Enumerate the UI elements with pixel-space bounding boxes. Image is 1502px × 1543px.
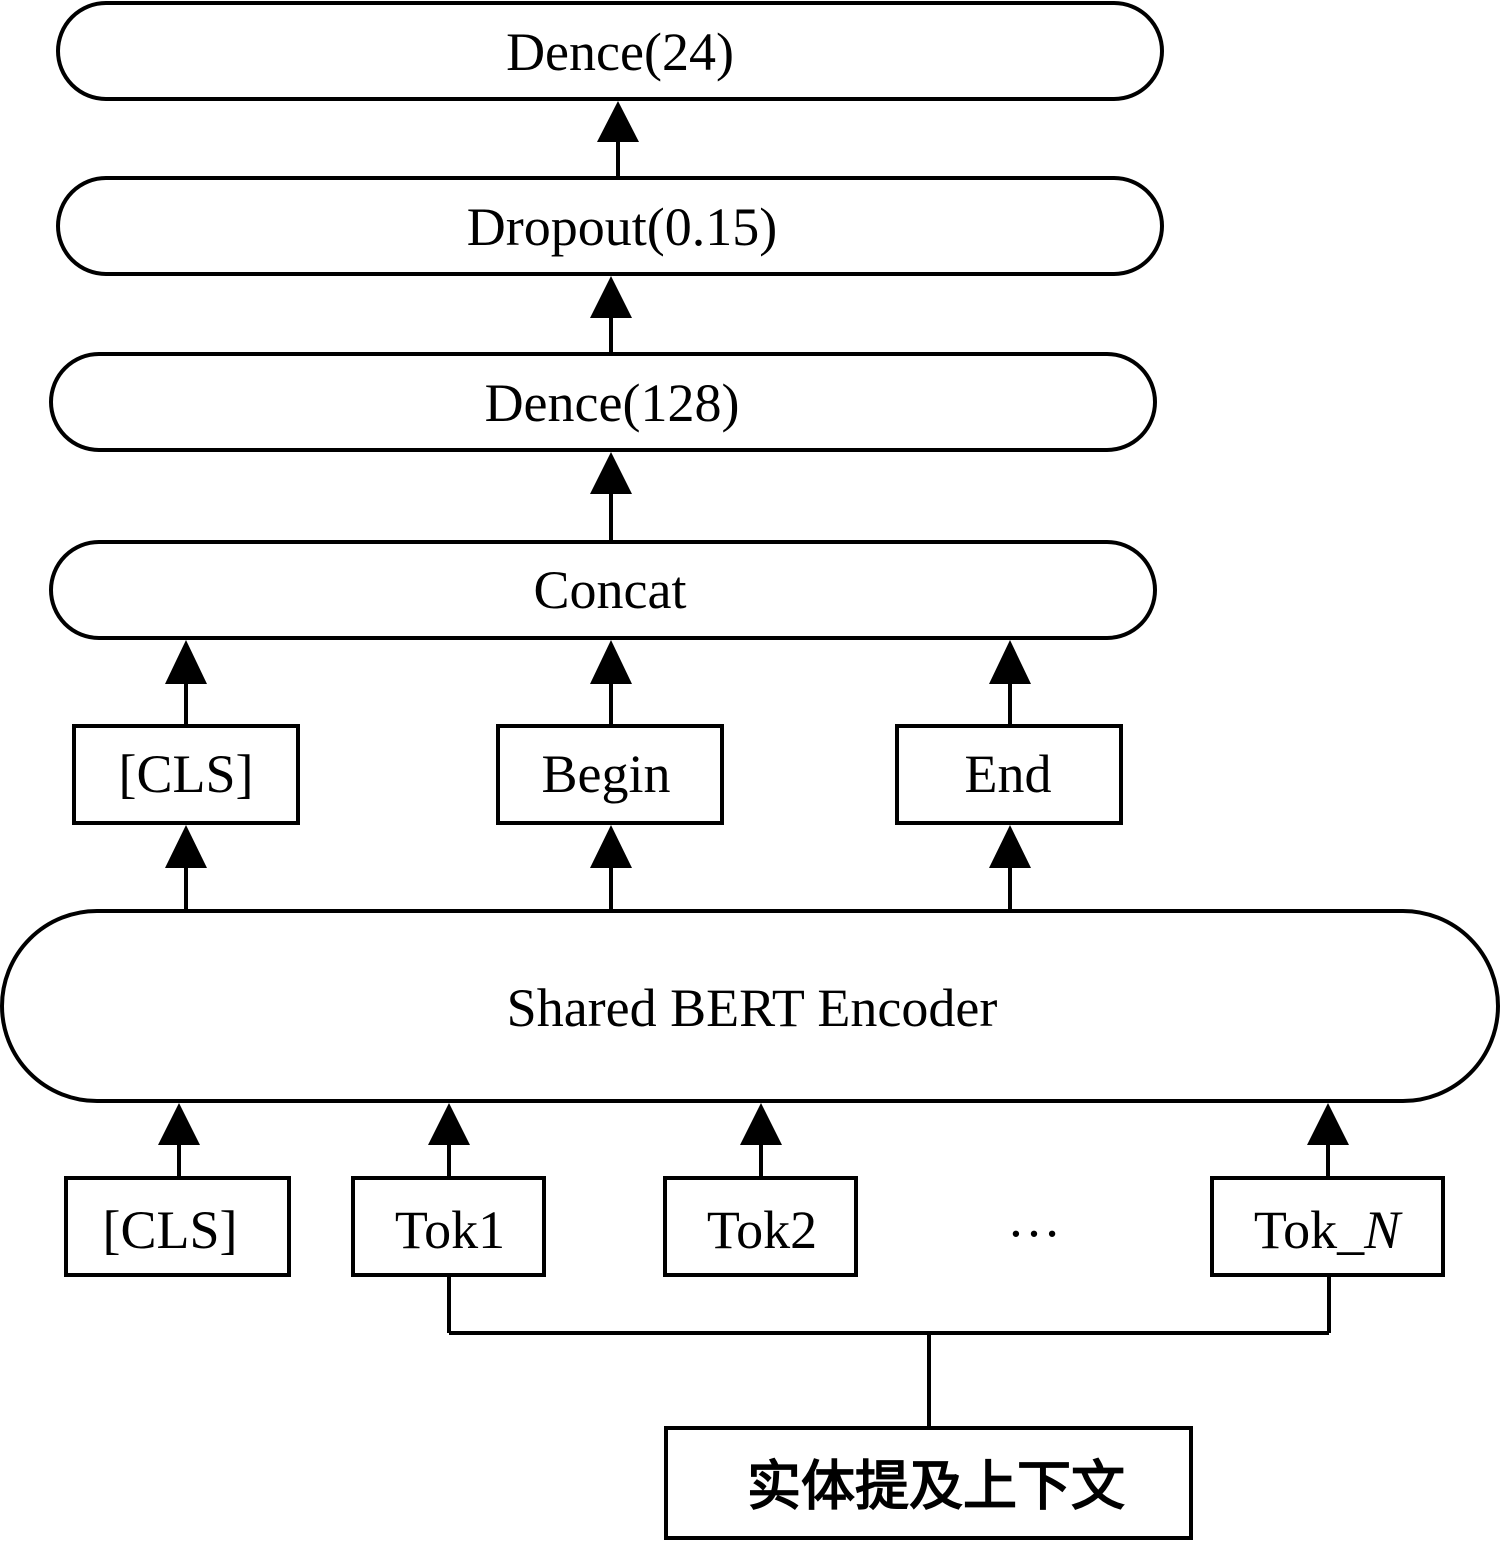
selected-end-label: End [965, 744, 1052, 804]
layer-concat-label: Concat [534, 560, 687, 620]
arrow-dense128-to-dropout [590, 276, 632, 354]
arrow-encoder-to-begin [590, 825, 632, 911]
arrow-input-cls-to-encoder [158, 1103, 200, 1178]
arrow-concat-to-dense128 [590, 452, 632, 542]
arrow-cls-to-concat [165, 640, 207, 726]
context-box: 实体提及上下文 [664, 1426, 1193, 1540]
arrow-tok2-to-encoder [740, 1103, 782, 1178]
context-connector [447, 1275, 1331, 1428]
layer-concat: Concat [49, 540, 1157, 640]
input-tok2-box: Tok2 [663, 1176, 858, 1277]
arrow-end-to-concat [989, 640, 1031, 726]
selected-end-box: End [895, 724, 1123, 825]
input-cls-box: [CLS] [64, 1176, 291, 1277]
arrow-begin-to-concat [590, 640, 632, 726]
input-tok1-label: Tok1 [395, 1200, 505, 1260]
shared-bert-encoder-label: Shared BERT Encoder [507, 978, 998, 1038]
input-cls-label: [CLS] [103, 1200, 238, 1260]
input-ellipsis: … [1007, 1188, 1061, 1248]
arrow-encoder-to-end [989, 825, 1031, 911]
selected-cls-box: [CLS] [72, 724, 300, 825]
input-tok2-label: Tok2 [707, 1200, 817, 1260]
layer-dense-24: Dence(24) [56, 1, 1164, 101]
input-tokn-suffix: N [1363, 1200, 1403, 1260]
input-tok1-box: Tok1 [351, 1176, 546, 1277]
layer-dense-128-label: Dence(128) [485, 373, 740, 433]
selected-begin-label: Begin [542, 744, 671, 804]
layer-dense-128: Dence(128) [49, 352, 1157, 452]
arrow-tok1-to-encoder [428, 1103, 470, 1178]
layer-dropout-label: Dropout(0.15) [467, 197, 777, 257]
selected-begin-box: Begin [496, 724, 724, 825]
input-tokn-box: Tok_N [1210, 1176, 1445, 1277]
layer-dropout: Dropout(0.15) [56, 176, 1164, 276]
arrow-dropout-to-dense24 [597, 101, 639, 178]
arrow-tokn-to-encoder [1307, 1103, 1349, 1178]
context-label: 实体提及上下文 [747, 1455, 1125, 1518]
input-tokn-label: Tok_N [1254, 1200, 1403, 1260]
arrow-encoder-to-cls [165, 825, 207, 911]
selected-cls-label: [CLS] [119, 744, 254, 804]
input-tokn-prefix: Tok_ [1254, 1200, 1365, 1260]
layer-dense-24-label: Dence(24) [506, 22, 734, 82]
shared-bert-encoder: Shared BERT Encoder [0, 909, 1500, 1103]
